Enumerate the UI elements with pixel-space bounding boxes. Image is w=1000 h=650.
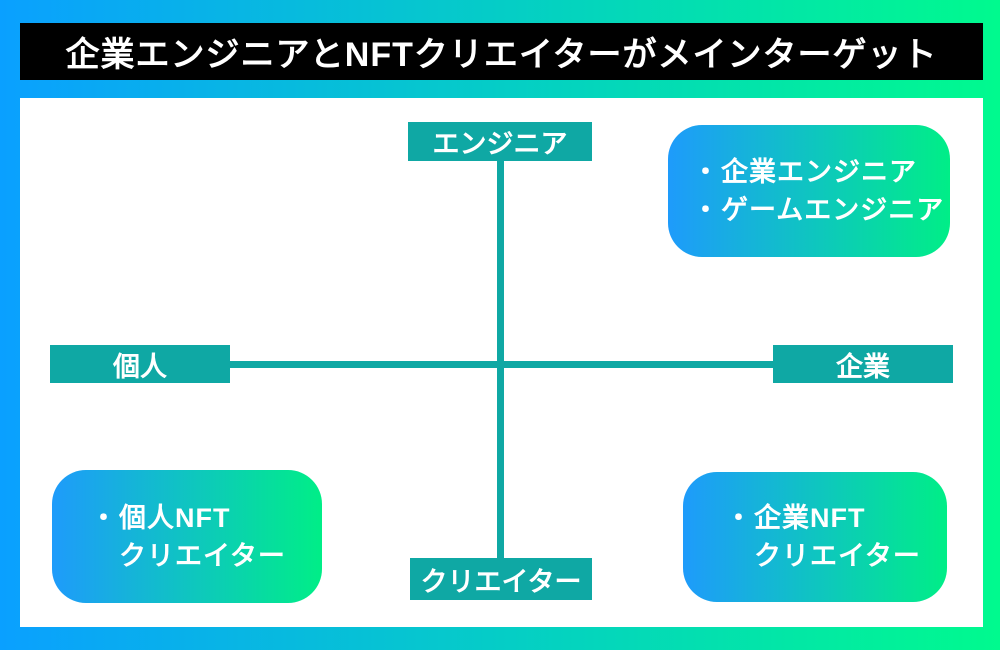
list-item: ・ 企業NFT クリエイター xyxy=(725,499,947,575)
axis-label-left: 個人 xyxy=(50,345,230,383)
quadrant-card-top-right: ・ 企業エンジニア ・ ゲームエンジニア xyxy=(668,125,950,257)
bullet-icon: ・ xyxy=(90,502,117,533)
horizontal-axis-line xyxy=(230,361,773,368)
axis-label-right: 企業 xyxy=(773,345,953,383)
list-item: ・ ゲームエンジニア xyxy=(692,191,950,229)
quadrant-item-label: 企業NFT クリエイター xyxy=(754,503,921,571)
title-bar: 企業エンジニアとNFTクリエイターがメインターゲット xyxy=(20,23,983,80)
quadrant-item-label: 企業エンジニア xyxy=(721,157,917,187)
quadrant-card-bottom-left: ・ 個人NFT クリエイター xyxy=(52,470,322,603)
quadrant-card-bottom-right: ・ 企業NFT クリエイター xyxy=(683,472,947,602)
list-item: ・ 個人NFT クリエイター xyxy=(90,499,322,575)
bullet-icon: ・ xyxy=(692,157,719,187)
page-title: 企業エンジニアとNFTクリエイターがメインターゲット xyxy=(65,36,938,74)
axis-label-top: エンジニア xyxy=(408,122,592,161)
axis-label-bottom: クリエイター xyxy=(410,558,592,600)
vertical-axis-line xyxy=(497,161,504,558)
bullet-icon: ・ xyxy=(692,195,719,225)
list-item: ・ 企業エンジニア xyxy=(692,153,950,191)
quadrant-item-label: ゲームエンジニア xyxy=(721,195,945,225)
quadrant-item-label: 個人NFT クリエイター xyxy=(119,502,286,571)
bullet-icon: ・ xyxy=(725,503,752,533)
